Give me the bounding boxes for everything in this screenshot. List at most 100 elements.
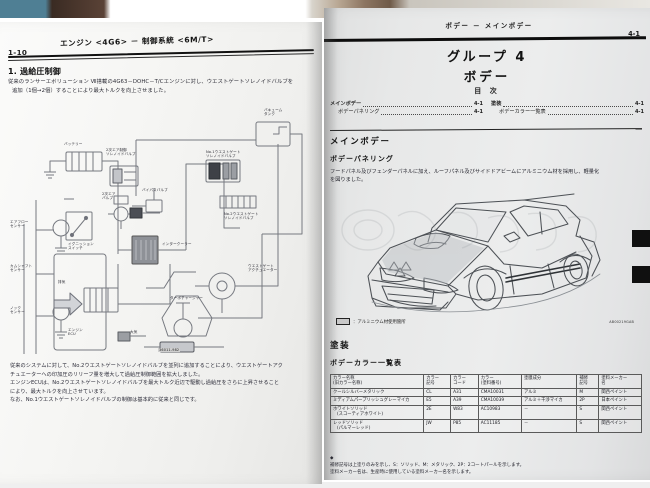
cell-film-component: － (520, 418, 578, 434)
body-paneling-line-1: フードパネル及びフェンダーパネルに加え、ルーフパネル及びサイドドアビームにアルミ… (330, 169, 600, 175)
section-heading-main-body: メインボデー (330, 137, 391, 147)
right-header-rule (324, 36, 646, 42)
diagram-label-knock-sensor: ノック センサー (10, 306, 25, 315)
cell-color-symbol: E5 (423, 396, 452, 406)
toc-leader-dots (381, 113, 472, 115)
left-intro-line-1: 従来のランサーエボリューション Ⅶ搭載の4G63－DOHC－T/Cエンジンに対し… (8, 79, 294, 85)
table-header-row: カラー名称 (旧カラー名称) カラー 記号 カラー コード カラー (塗料番号)… (329, 374, 642, 389)
toc-entry-page: 4-1 (634, 109, 644, 115)
cell-color-symbol: 2E (423, 404, 452, 420)
left-footer-text: 従来のシステムに対して、No.2ウエストゲートソレノイドバルブを並列に追加するこ… (10, 362, 310, 405)
cell-paint-number: CMA10031 (477, 387, 522, 398)
right-page-header: ボデー － メインボデー (445, 22, 533, 30)
cell-color-code: P85 (450, 418, 479, 434)
aluminium-legend: ：アルミニウム材使用箇所 (336, 318, 406, 325)
footnote-line-2: 塗料メーカー名は、生産時に使用している塗料メーカー名を示します。 (330, 470, 474, 475)
toc-entry-page: 4-1 (473, 109, 483, 115)
col-header-color-symbol: カラー 記号 (423, 374, 452, 389)
diagram-label-air-flow-sensor: エアフロー センサー (10, 220, 29, 229)
toc-entry-label: メインボデー (330, 101, 362, 107)
diagram-label-intercooler: インタークーラー (162, 242, 192, 246)
diagram-label-wastegate-actuator: ウエストゲート アクチュエーター (248, 264, 278, 273)
toc-entry-page: 4-1 (634, 101, 644, 107)
cell-color-code: A39 (450, 396, 479, 406)
diagram-label-secondary-air-valve: 2次エア バルブ (102, 192, 116, 201)
cell-repair-symbol: 2P (576, 396, 600, 406)
toc-entry[interactable]: メインボデー 4-1 (330, 100, 483, 108)
left-footer-line-2: チュエーターへの印加圧のリリーフ量を増大して過給圧制御範囲を拡大しました。 (10, 371, 204, 378)
diagram-label-exhaust: 排気 (58, 280, 66, 284)
cell-color-name: クールシルバーメタリック (329, 387, 425, 398)
table-row: レッドソリッド (パルマーレッド) JW P85 AC11185 － S 関西ペ… (329, 418, 642, 434)
diagram-label-battery: バッテリー (64, 142, 83, 146)
col-header-repair-symbol: 補修 記号 (576, 374, 600, 389)
background-watermark (341, 209, 597, 253)
left-footer-line-4: により、最大トルクを向上させています。 (10, 388, 109, 395)
cell-color-symbol: JW (423, 418, 452, 434)
left-intro-line-2: 追加（1個→2個）することにより最大トルクを向上させました。 (12, 88, 170, 94)
cell-repair-symbol: S (576, 404, 600, 420)
col-header-paint-number: カラー (塗料番号) (477, 374, 522, 389)
diagram-label-no1-wastegate-solenoid: No.1ウエストゲート ソレノイドバルブ (206, 150, 241, 159)
body-paneling-line-2: を図りました。 (330, 177, 367, 184)
table-row: ホワイトソリッド (スコーティアホワイト) 2E W83 AC10983 － S… (329, 404, 642, 420)
left-page-gutter-shadow (306, 22, 322, 484)
cell-paint-maker: 日本ペイント (598, 396, 642, 406)
cell-paint-maker: 関西ペイント (598, 387, 642, 398)
cell-color-code: W83 (450, 404, 479, 420)
col-header-film-component: 塗膜成分 (520, 374, 578, 389)
left-footer-line-5: なお、No.1ウエストゲートソレノイドバルブの制御は基本的に従来と同じです。 (10, 397, 200, 404)
diagram-label-vacuum-tank: バキューム タンク (264, 108, 283, 117)
legend-swatch-icon (336, 318, 350, 325)
toc-heading: 目 次 (474, 87, 500, 95)
toc-entry-page: 4-1 (473, 101, 483, 107)
diagram-label-turbocharger: ターボチャージャー (170, 296, 203, 300)
subsection-heading-color-table: ボデーカラー一覧表 (330, 359, 402, 367)
toc-leader-dots (503, 105, 633, 107)
section-divider-rule (329, 128, 642, 132)
color-name-main: ホワイトソリッド (333, 406, 368, 412)
table-footnotes: ◆ 補修記号は上塗りのみを示し、S：ソリッド、M：メタリック、2P：2コートパー… (330, 455, 642, 476)
cell-paint-maker: 関西ペイント (598, 404, 642, 420)
left-section-heading: 1. 過給圧制御 (8, 67, 61, 76)
cell-paint-number: AC11185 (477, 418, 522, 434)
diagram-label-bypass-valve: バイパスバルブ (142, 188, 168, 192)
toc-entry[interactable]: 塗装 4-1 (491, 100, 644, 108)
diagram-label-camshaft-sensor: カムシャフト センサー (10, 264, 33, 273)
diagram-label-secondary-air-solenoid: 2次エア制御 ソレノイドバルブ (106, 148, 136, 157)
cell-repair-symbol: S (576, 418, 600, 434)
edge-index-mark-upper (632, 230, 650, 247)
cell-repair-symbol: M (576, 387, 600, 398)
color-name-sub: (パルマーレッド) (337, 426, 371, 432)
toc-entry[interactable]: ボデーカラー一覧表 4-1 (491, 108, 644, 116)
toc-entry[interactable]: ボデーパネリング 4-1 (330, 108, 483, 116)
subsection-heading-body-paneling: ボデーパネリング (330, 155, 394, 163)
left-page-header: エンジン <4G6> － 制御系統 <6M/T> (59, 34, 215, 48)
color-name-main: ミディアムパープリッシュグレーマイカ (333, 398, 410, 404)
footnote-line-1: 補修記号は上塗りのみを示し、S：ソリッド、M：メタリック、2P：2コートパールを… (330, 463, 525, 468)
left-footer-line-3: エンジンECUは、No.2ウエストゲートソレノイドバルブを最大トルク近辺で駆動し… (10, 380, 280, 387)
cell-color-name: レッドソリッド (パルマーレッド) (329, 418, 425, 434)
toc-column-left: メインボデー 4-1 ボデーパネリング 4-1 (330, 100, 483, 116)
body-color-table: カラー名称 (旧カラー名称) カラー 記号 カラー コード カラー (塗料番号)… (329, 374, 642, 434)
table-row: ミディアムパープリッシュグレーマイカ E5 A39 CMA10039 アルミ＋干… (329, 396, 642, 406)
right-figure-code: AB00219GAB (609, 320, 634, 324)
section-heading-painting: 塗装 (330, 341, 351, 351)
cell-film-component: － (520, 404, 578, 420)
left-page-number: 1-10 (8, 48, 28, 57)
chapter-title: ボデー (463, 69, 511, 84)
toc-entry-label: ボデーパネリング (338, 109, 380, 115)
cell-paint-maker: 関西ペイント (598, 418, 642, 434)
cell-color-code: A31 (450, 387, 479, 398)
diagram-label-engine-ecu: エンジン ECU (68, 328, 83, 337)
toc-leader-dots (547, 113, 633, 115)
engine-control-diagram-svg (23, 121, 303, 354)
right-page-gutter-shadow (324, 8, 338, 480)
cell-color-name: ホワイトソリッド (スコーティアホワイト) (329, 404, 425, 420)
col-header-paint-maker: 塗料メーカー 名 (598, 374, 642, 389)
right-manual-page: ボデー － メインボデー 4-1 グループ 4 ボデー 目 次 メインボデー 4… (324, 8, 650, 480)
toc-leader-dots (363, 105, 472, 107)
left-manual-page: 1-10 エンジン <4G6> － 制御系統 <6M/T> 1. 過給圧制御 従… (0, 22, 322, 484)
right-page-number: 4-1 (628, 30, 640, 38)
